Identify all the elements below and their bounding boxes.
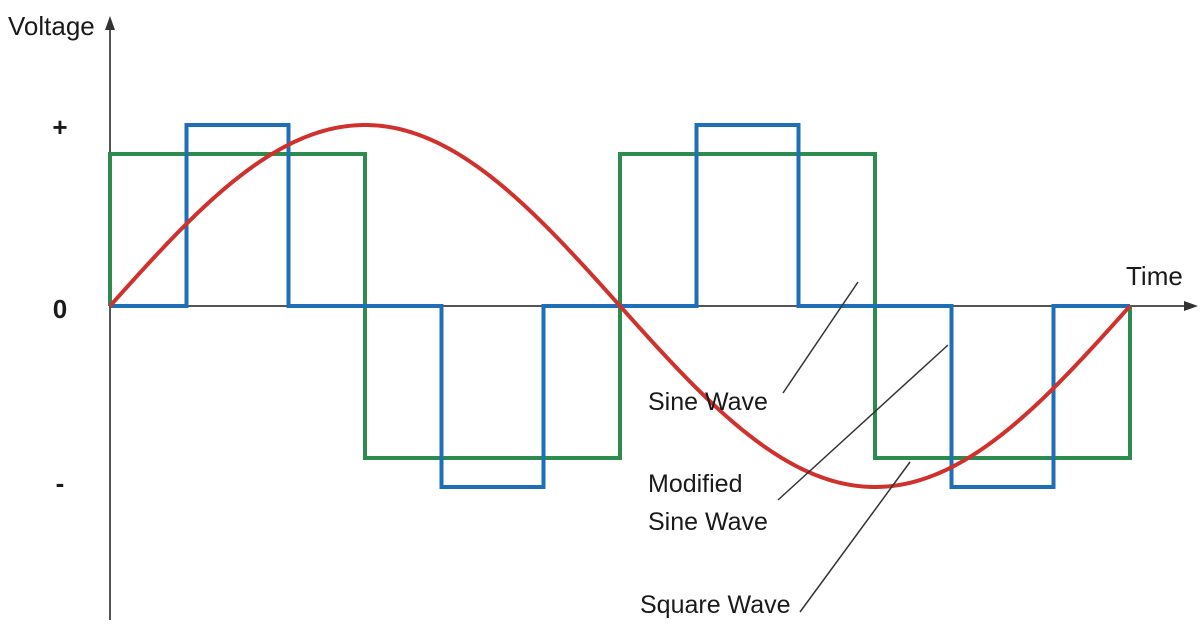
series-sine-wave: [108, 122, 1132, 490]
y-axis-arrow: [105, 16, 115, 30]
annotation-leader-modified: [777, 344, 949, 501]
annotation-square-wave: Square Wave: [640, 591, 791, 619]
annotation-leader-square: [799, 461, 911, 613]
annotation-modified-line2: Sine Wave: [648, 508, 768, 536]
x-axis-label: Time: [1126, 261, 1183, 291]
annotation-modified-line1: Modified: [648, 470, 743, 498]
y-axis-label: Voltage: [8, 11, 95, 41]
annotation-leader-sine: [782, 281, 859, 394]
y-tick-label-plus: +: [52, 112, 67, 142]
annotation-sine-wave: Sine Wave: [648, 388, 768, 416]
x-axis-arrow: [1184, 301, 1198, 311]
y-tick-label-minus: -: [56, 468, 65, 498]
y-tick-label-zero: 0: [53, 294, 67, 324]
